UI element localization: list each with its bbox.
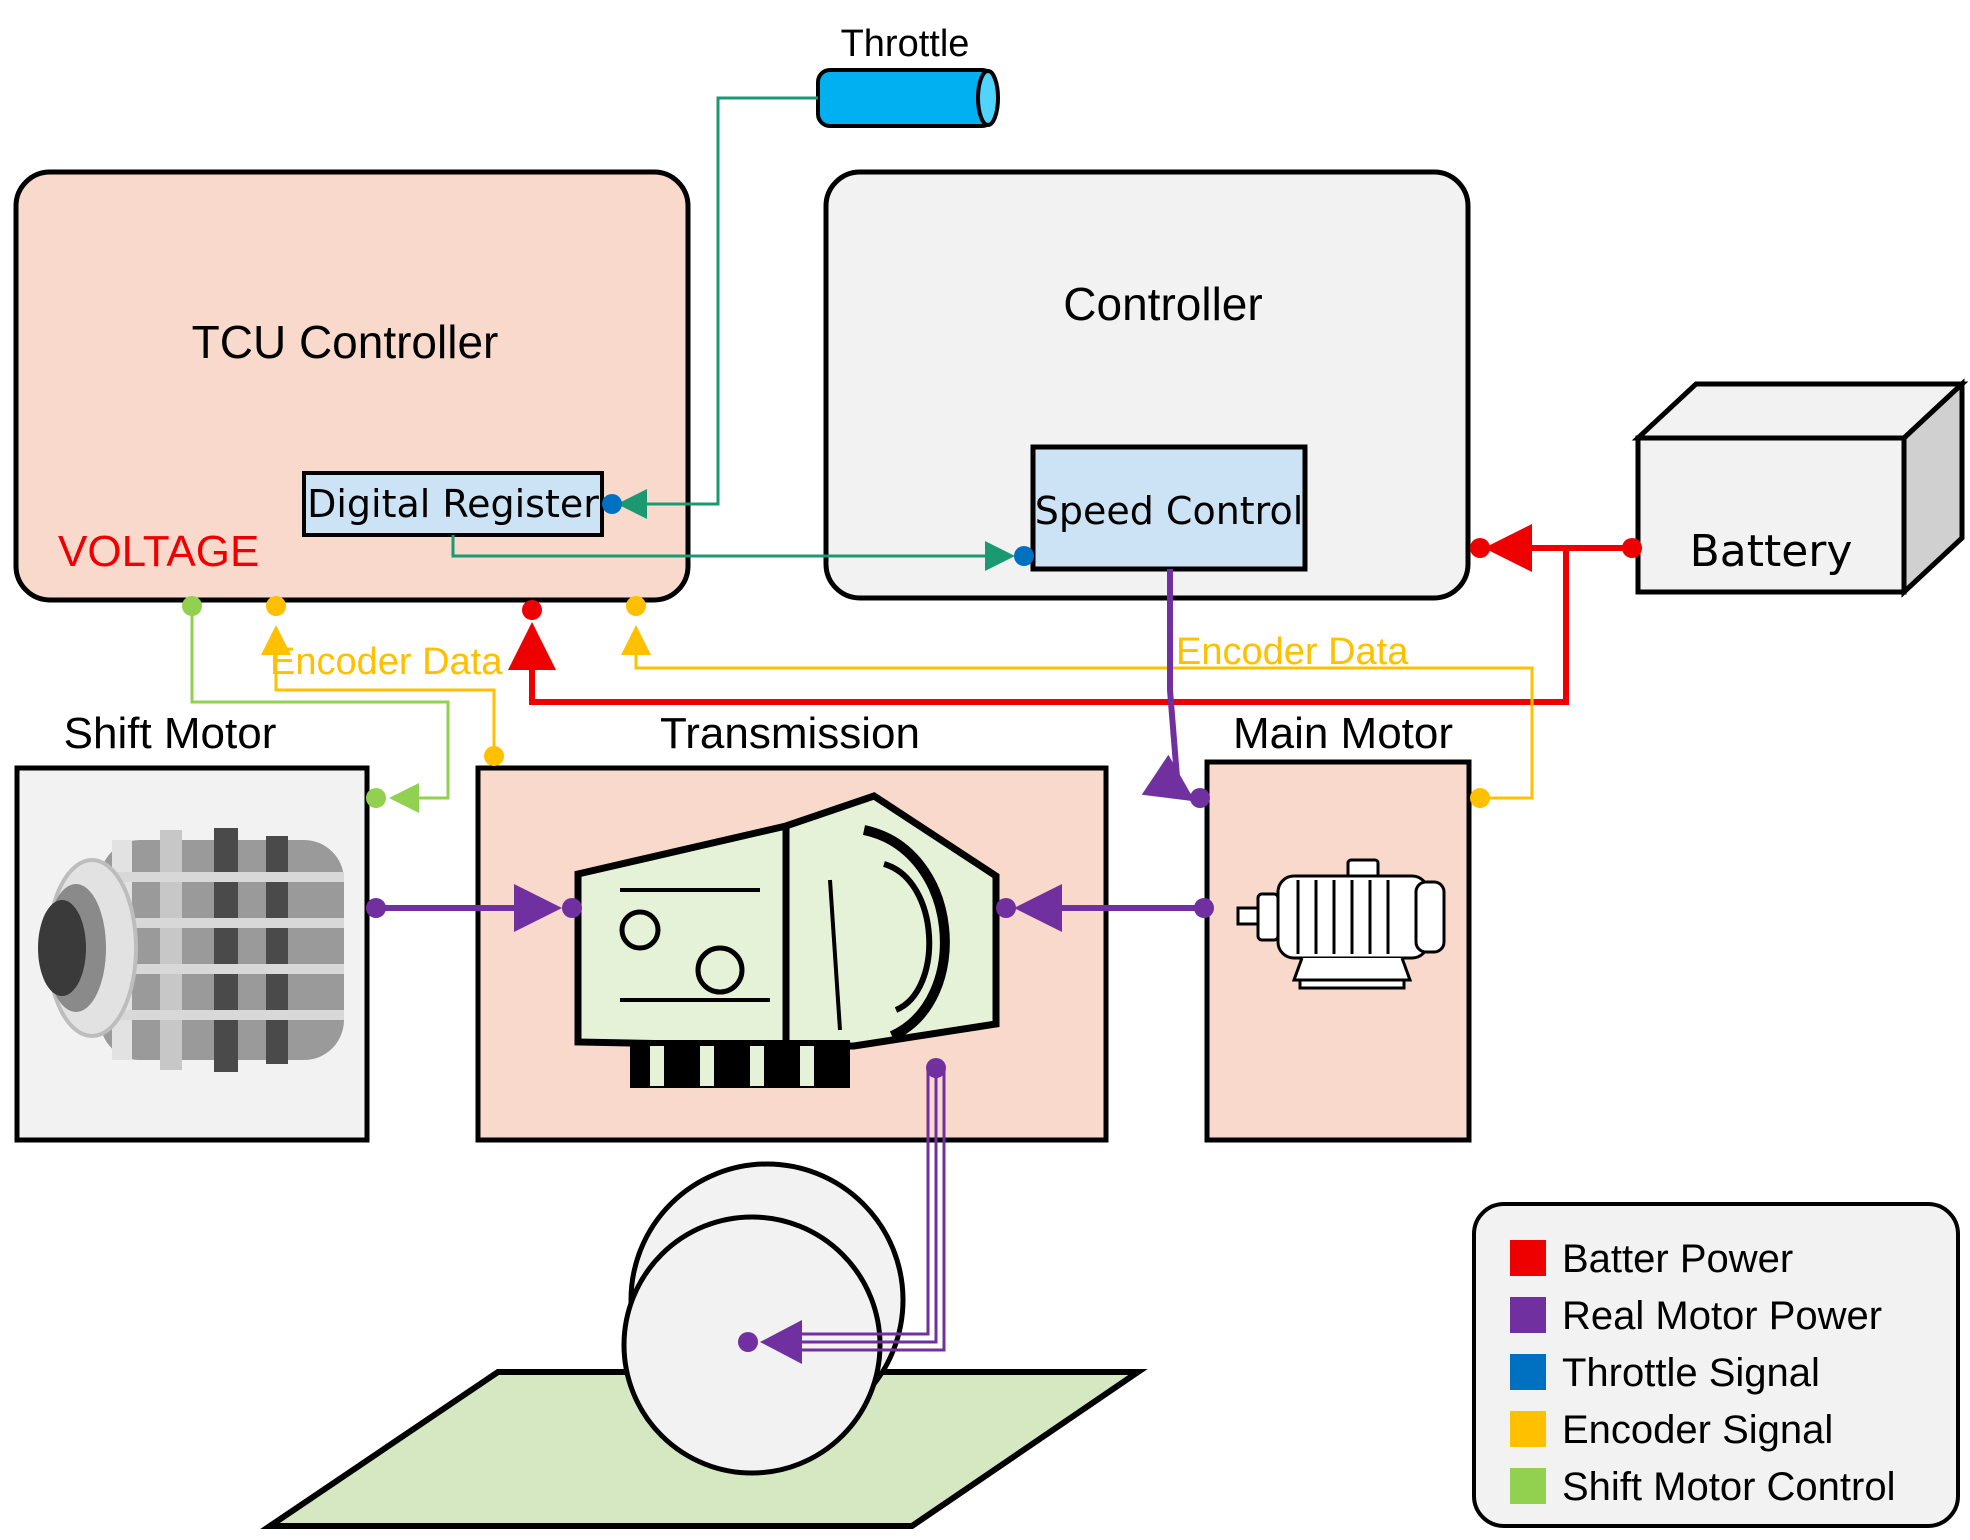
legend-label: Encoder Signal	[1562, 1408, 1833, 1452]
speed-control-signal-dot	[1014, 546, 1034, 566]
shift-motor-power-dot	[366, 898, 386, 918]
main-motor-output-dot	[1194, 898, 1214, 918]
transmission-encoder-line	[261, 625, 496, 756]
legend-swatch	[1510, 1354, 1546, 1390]
battery-to-tcu-line	[508, 548, 1569, 705]
tcu-shift-dot	[182, 596, 202, 616]
legend-label: Shift Motor Control	[1562, 1465, 1895, 1509]
wheel-drive-arrow	[760, 1320, 802, 1364]
shift-motor-control-dot	[366, 788, 386, 808]
legend-label: Real Motor Power	[1562, 1294, 1882, 1338]
shift-motor-icon	[38, 828, 344, 1072]
controller: Controller Speed Control	[823, 169, 1471, 601]
transmission-gearbox-icon	[574, 792, 1000, 1088]
transmission: Transmission	[475, 709, 1109, 1143]
main-motor-encoder-line	[621, 625, 1534, 800]
wheel-axle-dot	[738, 1332, 758, 1352]
electric-motor-icon	[1236, 858, 1446, 990]
controller-title: Controller	[1063, 278, 1262, 330]
voltage-label: VOLTAGE	[58, 527, 259, 576]
speed-control-to-main-motor-line	[1141, 569, 1195, 802]
battery-box	[1635, 435, 1907, 595]
legend-label: Batter Power	[1562, 1237, 1793, 1281]
connections	[182, 96, 1642, 1364]
speed-control-box	[1030, 444, 1308, 572]
tcu-title: TCU Controller	[192, 316, 499, 368]
tcu-power-dot	[522, 600, 542, 620]
shift-motor-label: Shift Motor	[64, 709, 277, 758]
legend-box	[1472, 1202, 1960, 1528]
shift-motor-control-line	[190, 606, 450, 813]
digital-register-label: Digital Register	[307, 482, 599, 526]
throttle: Throttle	[816, 23, 1000, 128]
legend-swatch	[1510, 1240, 1546, 1276]
battery-label: Battery	[1690, 526, 1853, 577]
main-motor-label: Main Motor	[1233, 709, 1453, 758]
throttle-wire	[617, 96, 818, 519]
output-shaft-line	[790, 1068, 946, 1352]
transmission-label: Transmission	[660, 709, 920, 758]
legend-swatch	[1510, 1297, 1546, 1333]
main-motor-encoder-dot	[1470, 788, 1490, 808]
tcu-encoder-dot-right	[626, 596, 646, 616]
tcu-controller: TCU Controller Digital Register VOLTAGE	[13, 169, 691, 603]
wheel-assembly	[260, 1161, 1148, 1529]
legend-label: Throttle Signal	[1562, 1351, 1820, 1395]
main-motor: Main Motor	[1204, 709, 1472, 1143]
main-motor-power-dot	[1190, 788, 1210, 808]
battery: Battery	[1631, 378, 1969, 598]
transmission-encoder-dot	[484, 746, 504, 766]
controller-power-dot	[1470, 538, 1490, 558]
speed-control-label: Speed Control	[1035, 489, 1304, 533]
encoder-data-label-left: Encoder Data	[270, 641, 503, 683]
battery-port-dot	[1622, 538, 1642, 558]
transmission-main-input-dot	[996, 898, 1016, 918]
transmission-input-dot	[562, 898, 582, 918]
shift-motor: Shift Motor	[14, 709, 370, 1143]
tcu-encoder-dot-left	[266, 596, 286, 616]
throttle-signal-dot	[602, 494, 622, 514]
throttle-cylinder-icon	[816, 68, 1000, 128]
register-to-speed-wire	[451, 535, 1015, 571]
legend-swatch	[1510, 1411, 1546, 1447]
legend-swatch	[1510, 1468, 1546, 1504]
digital-register-box	[302, 471, 604, 537]
encoder-data-label-right: Encoder Data	[1176, 631, 1409, 673]
transmission-output-dot	[926, 1058, 946, 1078]
throttle-label: Throttle	[841, 23, 970, 65]
